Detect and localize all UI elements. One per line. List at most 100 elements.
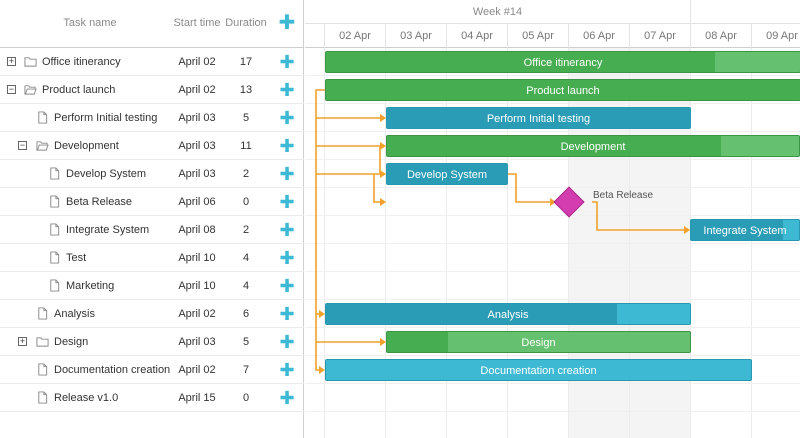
link-arrowhead [380, 142, 386, 150]
task-bar-label: Design [521, 337, 556, 349]
progress-fill [387, 108, 690, 128]
start-time-cell: April 10 [178, 252, 216, 264]
task-bar[interactable]: Analysis [325, 303, 691, 325]
progress-fill [326, 304, 618, 324]
start-time-cell: April 08 [178, 224, 216, 236]
grid-header: Task name Start time Duration ✚ [0, 0, 304, 48]
add-subtask-button[interactable]: ✚ [279, 164, 295, 184]
task-bar-label: Documentation creation [480, 365, 597, 377]
week-label: Week #14 [305, 0, 691, 24]
dependency-link[interactable] [315, 174, 319, 315]
duration-cell: 0 [242, 196, 250, 208]
add-subtask-button[interactable]: ✚ [279, 248, 295, 268]
day-cell: 09 Apr [752, 24, 800, 48]
add-subtask-button[interactable]: ✚ [279, 304, 295, 324]
add-subtask-button[interactable]: ✚ [279, 332, 295, 352]
add-subtask-button[interactable]: ✚ [279, 360, 295, 380]
task-name: Analysis [54, 308, 95, 320]
duration-cell: 17 [239, 56, 253, 68]
dependency-link[interactable] [315, 89, 380, 119]
start-time-cell: April 02 [178, 56, 216, 68]
task-name: Release v1.0 [54, 392, 119, 404]
task-bar-label: Develop System [406, 169, 488, 181]
task-bar[interactable]: Integrate System [690, 219, 800, 241]
task-name: Office itinerancy [42, 56, 121, 68]
timeline-row [305, 188, 800, 216]
add-subtask-button[interactable]: ✚ [279, 136, 295, 156]
expand-toggle[interactable]: + [18, 336, 27, 346]
day-cell: 05 Apr [508, 24, 569, 48]
task-grid: Task name Start time Duration ✚ + Office … [0, 0, 304, 438]
add-subtask-button[interactable]: ✚ [279, 276, 295, 296]
task-name: Design [54, 336, 89, 348]
day-cell: 07 Apr [630, 24, 691, 48]
duration-cell: 4 [242, 252, 250, 264]
task-bar[interactable]: Perform Initial testing [386, 107, 691, 129]
task-bar[interactable]: Documentation creation [325, 359, 752, 381]
task-name: Integrate System [66, 224, 150, 236]
collapse-toggle[interactable]: − [18, 140, 27, 150]
timeline-row [305, 216, 800, 244]
dependency-link[interactable] [508, 173, 550, 203]
task-row[interactable]: Integrate System April 08 2 ✚ [0, 216, 304, 244]
task-row[interactable]: Test April 10 4 ✚ [0, 244, 304, 272]
task-row[interactable]: + Office itinerancy April 02 17 ✚ [0, 48, 304, 76]
expand-toggle[interactable]: + [7, 56, 16, 66]
dependency-link[interactable] [315, 118, 380, 147]
task-bar[interactable]: Develop System [386, 163, 508, 185]
add-subtask-button[interactable]: ✚ [279, 52, 295, 72]
timeline-row [305, 132, 800, 160]
duration-cell: 2 [242, 168, 250, 180]
day-cell: 08 Apr [691, 24, 752, 48]
add-subtask-button[interactable]: ✚ [279, 192, 295, 212]
progress-fill [387, 164, 507, 184]
column-header-task-name[interactable]: Task name [63, 17, 117, 29]
dependency-links [315, 89, 690, 374]
dependency-link[interactable] [315, 146, 380, 175]
day-cell: 04 Apr [447, 24, 508, 48]
task-bar[interactable]: Product launch [325, 79, 800, 101]
link-arrowhead [380, 198, 386, 206]
dependency-link[interactable] [315, 342, 319, 371]
timeline-row [305, 76, 800, 104]
duration-cell: 5 [242, 336, 250, 348]
add-subtask-button[interactable]: ✚ [279, 388, 295, 408]
file-icon [50, 195, 60, 208]
add-subtask-button[interactable]: ✚ [279, 80, 295, 100]
dependency-link[interactable] [373, 174, 380, 203]
task-name: Test [66, 252, 87, 264]
task-name: Documentation creation [54, 364, 171, 376]
duration-cell: 2 [242, 224, 250, 236]
add-task-button[interactable]: ✚ [278, 12, 296, 34]
milestone-label: Beta Release [593, 190, 654, 201]
column-header-start-time[interactable]: Start time [173, 17, 221, 29]
collapse-toggle[interactable]: − [7, 84, 16, 94]
column-header-duration[interactable]: Duration [225, 17, 267, 29]
task-name-cell: Develop System [0, 160, 172, 188]
task-bar[interactable]: Design [386, 331, 691, 353]
folder-open-icon [24, 85, 37, 95]
file-icon [38, 391, 48, 404]
task-bar[interactable]: Office itinerancy [325, 51, 800, 73]
file-icon [38, 363, 48, 376]
day-cell [305, 24, 325, 48]
task-bar[interactable]: Development [386, 135, 800, 157]
task-name: Perform Initial testing [54, 112, 158, 124]
task-name-cell: Marketing [0, 272, 172, 300]
add-subtask-button[interactable]: ✚ [279, 220, 295, 240]
dependency-link[interactable] [592, 201, 684, 231]
add-subtask-button[interactable]: ✚ [279, 108, 295, 128]
task-name: Marketing [66, 280, 115, 292]
timeline-row [305, 104, 800, 132]
